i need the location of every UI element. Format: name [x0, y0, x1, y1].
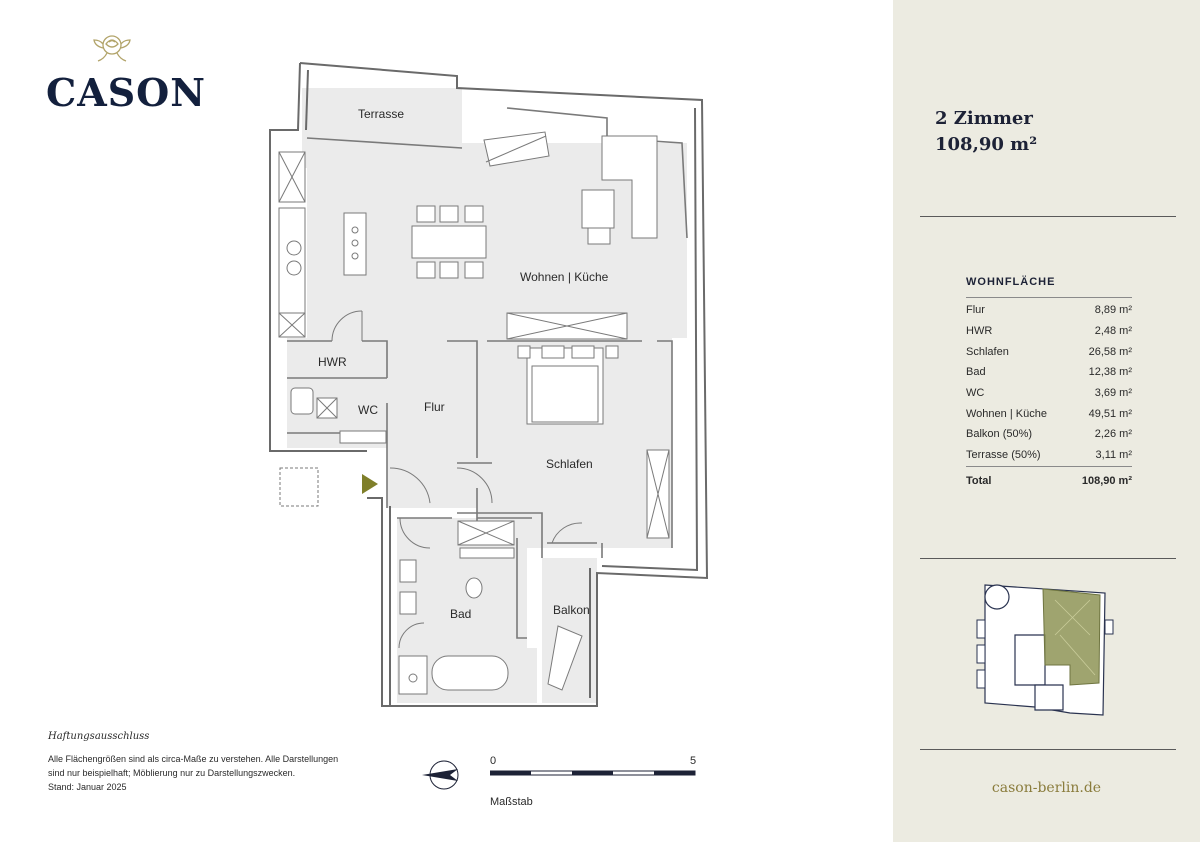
disclaimer-line: sind nur beispielhaft; Möblierung nur zu… [48, 768, 296, 778]
room-count: 2 Zimmer [935, 108, 1033, 129]
room-label-schlafen: Schlafen [546, 457, 593, 471]
room-label-terrasse: Terrasse [358, 107, 404, 121]
room-label-flur: Flur [424, 400, 445, 414]
disclaimer-title: Haftungsausschluss [48, 731, 150, 742]
section-title: WOHNFLÄCHE [966, 276, 1056, 288]
disclaimer-date: Stand: Januar 2025 [48, 782, 127, 792]
table-row: Balkon (50%)2,26 m² [966, 428, 1132, 441]
building-location-map [975, 575, 1115, 725]
scale-bar: 0 5 Maßstab [489, 755, 700, 808]
floor-plan: Terrasse Wohnen | Küche HWR WC Flur Schl… [262, 58, 722, 718]
divider [966, 297, 1132, 298]
apartment-summary: 2 Zimmer 108,90 m² [935, 106, 1037, 158]
divider [920, 558, 1176, 559]
apartment-highlight [1042, 588, 1101, 686]
scale-ruler [489, 770, 696, 776]
website-link[interactable]: cason-berlin.de [991, 780, 1102, 796]
scale-end: 5 [690, 755, 697, 767]
disclaimer: Haftungsausschluss Alle Flächengrößen si… [48, 730, 388, 794]
room-label-balkon: Balkon [553, 603, 590, 617]
north-arrow-icon [420, 758, 462, 797]
rose-icon [93, 35, 131, 62]
total-area-heading: 108,90 m² [935, 134, 1038, 155]
entrance-arrow-icon [362, 474, 378, 494]
divider [920, 749, 1176, 750]
brand-name: CASON [46, 70, 207, 115]
table-row: Terrasse (50%)3,11 m² [966, 449, 1132, 462]
room-label-wc: WC [358, 403, 378, 417]
room-label-wohnen: Wohnen | Küche [520, 270, 609, 284]
disclaimer-line: Alle Flächengrößen sind als circa-Maße z… [48, 754, 339, 764]
scale-start: 0 [490, 755, 497, 767]
divider [920, 216, 1176, 217]
room-label-bad: Bad [450, 607, 471, 621]
brand-logo: CASON [46, 30, 207, 115]
scale-label: Maßstab [490, 796, 533, 808]
room-label-hwr: HWR [318, 355, 347, 369]
